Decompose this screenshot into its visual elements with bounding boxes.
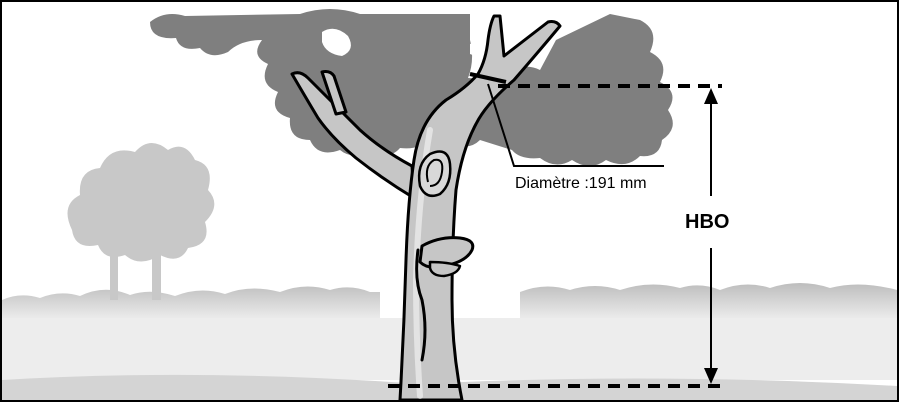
bark-knot <box>419 152 450 196</box>
hbo-label: HBO <box>683 210 731 234</box>
diameter-label: Diamètre :191 mm <box>515 176 647 192</box>
